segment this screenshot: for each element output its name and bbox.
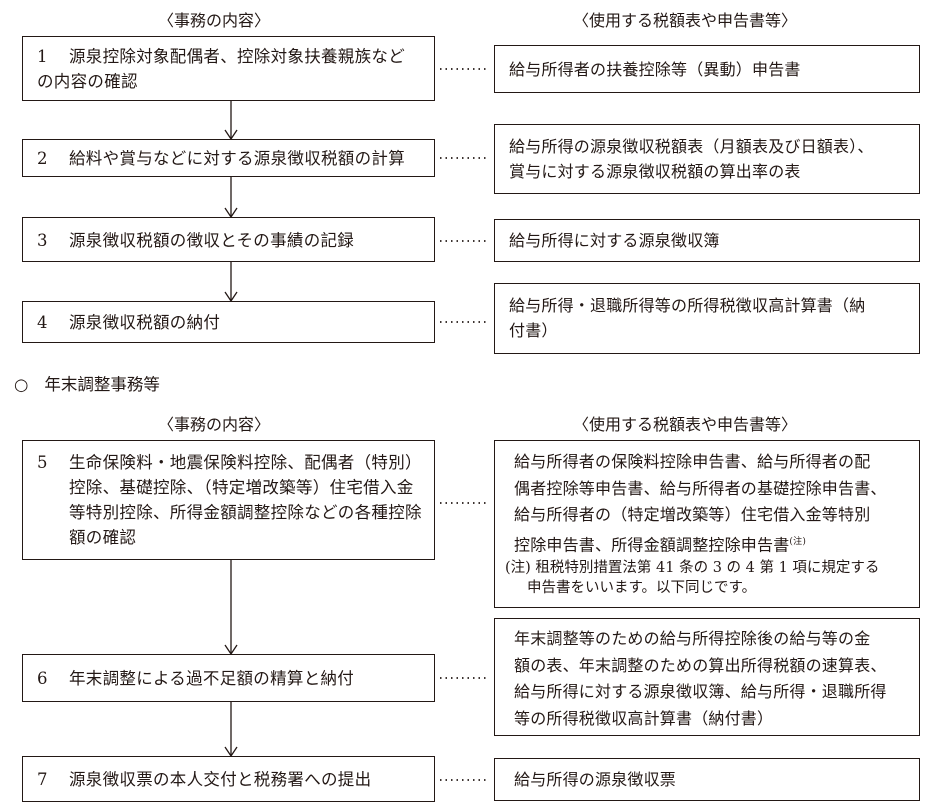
step-text: 生命保険料・地震保険料控除、配偶者（特別） — [69, 453, 422, 472]
step-number: 3 — [37, 231, 48, 250]
doc-text: 給与所得者の扶養控除等（異動）申告書 — [509, 60, 801, 79]
step-number: 4 — [37, 313, 48, 332]
step-box-5: 5 生命保険料・地震保険料控除、配偶者（特別） 控除、基礎控除、（特定増改築等）住… — [22, 440, 435, 560]
step-number: 5 — [37, 453, 48, 472]
step-number: 2 — [37, 149, 48, 168]
step-box-4: 4 源泉徴収税額の納付 — [22, 301, 435, 343]
doc-text: 給与所得の源泉徴収税額表（月額表及び日額表）、 — [509, 137, 874, 156]
doc-box-1: 給与所得者の扶養控除等（異動）申告書 — [494, 45, 920, 93]
doc-text: 偶者控除等申告書、給与所得者の基礎控除申告書、 — [514, 478, 887, 498]
step-number: 7 — [37, 770, 48, 789]
doc-box-4: 給与所得・退職所得等の所得税徴収高計算書（納 付書） — [494, 283, 920, 354]
step-text: 源泉徴収票の本人交付と税務署への提出 — [69, 770, 372, 789]
step-text: 源泉徴収税額の徴収とその事績の記録 — [69, 231, 355, 250]
doc-text: 給与所得者の保険料控除申告書、給与所得者の配 — [514, 452, 871, 471]
left-column-header-2: 〈事務の内容〉 — [158, 415, 271, 434]
doc-box-7: 給与所得の源泉徴収票 — [494, 758, 920, 801]
right-column-header-2: 〈使用する税額表や申告書等〉 — [573, 415, 798, 434]
doc-text: 控除申告書、所得金額調整控除申告書 — [514, 534, 790, 554]
doc-text: 給与所得に対する源泉徴収簿、給与所得・退職所得 — [514, 682, 887, 701]
step-text: 源泉控除対象配偶者、控除対象扶養親族など — [69, 47, 405, 66]
step-text: の内容の確認 — [37, 72, 138, 91]
step-box-2: 2 給料や賞与などに対する源泉徴収税額の計算 — [22, 139, 435, 177]
step-number: 1 — [37, 47, 48, 66]
doc-text: 付書） — [509, 321, 558, 340]
left-column-header: 〈事務の内容〉 — [158, 11, 271, 30]
section-title: ○年末調整事務等 — [14, 375, 160, 394]
doc-text: 等の所得税徴収高計算書（納付書） — [514, 708, 774, 728]
doc-text: 賞与に対する源泉徴収税額の算出率の表 — [509, 162, 801, 181]
doc-box-6: 年末調整等のための給与所得控除後の給与等の金 額の表、年末調整のための算出所得税… — [494, 618, 920, 736]
step-text: 額の確認 — [69, 528, 137, 547]
step-text: 源泉徴収税額の納付 — [69, 313, 221, 332]
doc-text: 額の表、年末調整のための算出所得税額の速算表、 — [514, 655, 887, 675]
doc-text: 年末調整等のための給与所得控除後の給与等の金 — [514, 629, 871, 648]
step-box-1: 1 源泉控除対象配偶者、控除対象扶養親族など の内容の確認 — [22, 36, 435, 101]
footnote-text: (注) 租税特別措置法第 41 条の 3 の 4 第 1 項に規定する — [505, 560, 880, 576]
circle-icon: ○ — [14, 375, 29, 394]
step-box-7: 7 源泉徴収票の本人交付と税務署への提出 — [22, 756, 435, 802]
doc-text: 給与所得者の（特定増改築等）住宅借入金等特別 — [514, 505, 871, 524]
doc-text: 給与所得・退職所得等の所得税徴収高計算書（納 — [509, 296, 866, 315]
doc-box-2: 給与所得の源泉徴収税額表（月額表及び日額表）、 賞与に対する源泉徴収税額の算出率… — [494, 124, 920, 194]
doc-text: 給与所得の源泉徴収票 — [514, 770, 677, 789]
footnote-text: 申告書をいいます。以下同じです。 — [527, 580, 757, 596]
step-text: 控除、基礎控除、（特定増改築等）住宅借入金 — [69, 478, 414, 497]
step-text: 給料や賞与などに対する源泉徴収税額の計算 — [69, 149, 405, 168]
step-text: 年末調整による過不足額の精算と納付 — [69, 669, 355, 688]
doc-box-5: 給与所得者の保険料控除申告書、給与所得者の配 偶者控除等申告書、給与所得者の基礎… — [494, 440, 920, 608]
step-box-6: 6 年末調整による過不足額の精算と納付 — [22, 654, 435, 702]
doc-box-3: 給与所得に対する源泉徴収簿 — [494, 219, 920, 262]
doc-text: 給与所得に対する源泉徴収簿 — [509, 231, 720, 250]
right-column-header: 〈使用する税額表や申告書等〉 — [573, 11, 798, 30]
step-box-3: 3 源泉徴収税額の徴収とその事績の記録 — [22, 217, 435, 262]
step-text: 等特別控除、所得金額調整控除などの各種控除 — [69, 503, 422, 522]
step-number: 6 — [37, 669, 48, 688]
footnote-marker: (注) — [789, 536, 807, 547]
